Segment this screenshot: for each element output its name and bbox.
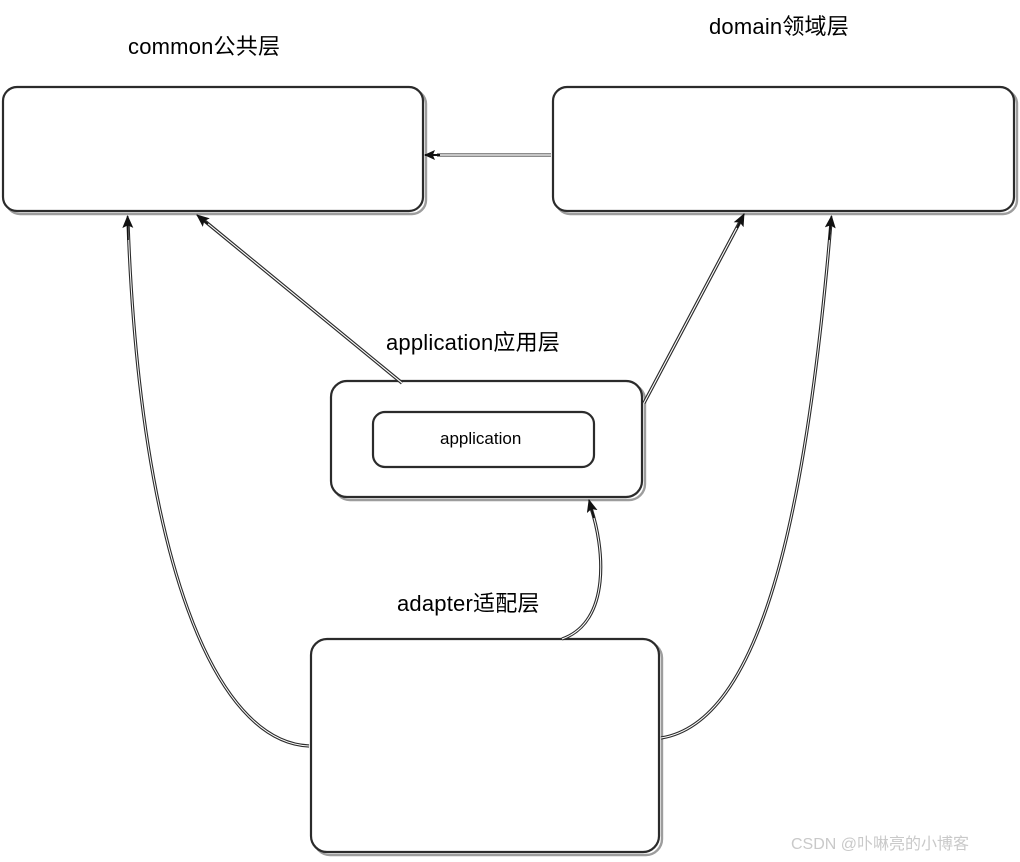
box-adapter[interactable] bbox=[309, 637, 661, 854]
box-common[interactable] bbox=[1, 85, 425, 213]
connector-adapter-to-common bbox=[122, 215, 310, 748]
connector-adapter-to-domain bbox=[660, 215, 836, 740]
layer-title-application: application应用层 bbox=[386, 330, 560, 355]
box-domain[interactable] bbox=[551, 85, 1016, 213]
watermark-text: CSDN @卟啉亮的小博客 bbox=[791, 836, 970, 853]
connector-application-to-common bbox=[196, 214, 404, 385]
connector-application-to-domain bbox=[642, 213, 745, 404]
layer-title-domain: domain领域层 bbox=[709, 14, 849, 39]
box-label-application: application bbox=[440, 429, 522, 448]
layer-title-adapter: adapter适配层 bbox=[397, 591, 540, 616]
box-application-inner[interactable] bbox=[371, 410, 596, 469]
layer-title-common: common公共层 bbox=[128, 34, 281, 59]
connector-adapter-to-application bbox=[561, 499, 603, 641]
